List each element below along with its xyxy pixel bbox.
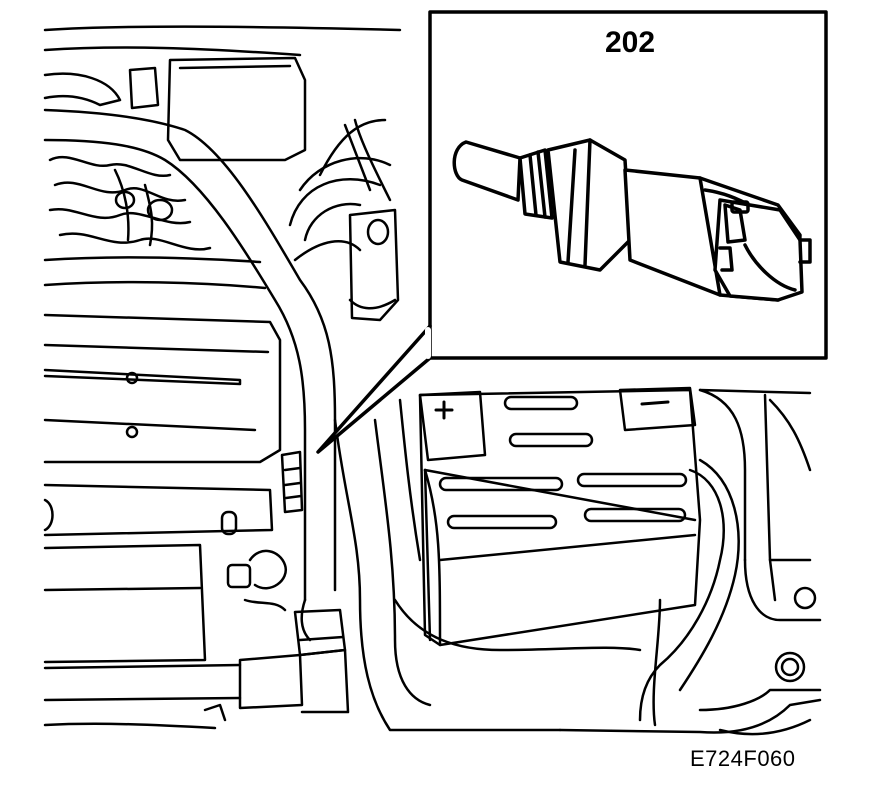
- coolant-temperature-sensor-icon: [452, 138, 812, 302]
- plus-terminal-icon: [434, 400, 454, 420]
- air-intake: [288, 118, 400, 322]
- minus-terminal-icon: [640, 400, 670, 406]
- battery: [393, 386, 740, 727]
- callout-number: 202: [604, 26, 656, 59]
- fender-structure: [558, 388, 822, 736]
- engine-block: [43, 25, 402, 730]
- coolant-hose: [43, 108, 562, 732]
- figure-code: E724F060: [690, 746, 796, 771]
- battery-terminal-symbols: [434, 400, 670, 420]
